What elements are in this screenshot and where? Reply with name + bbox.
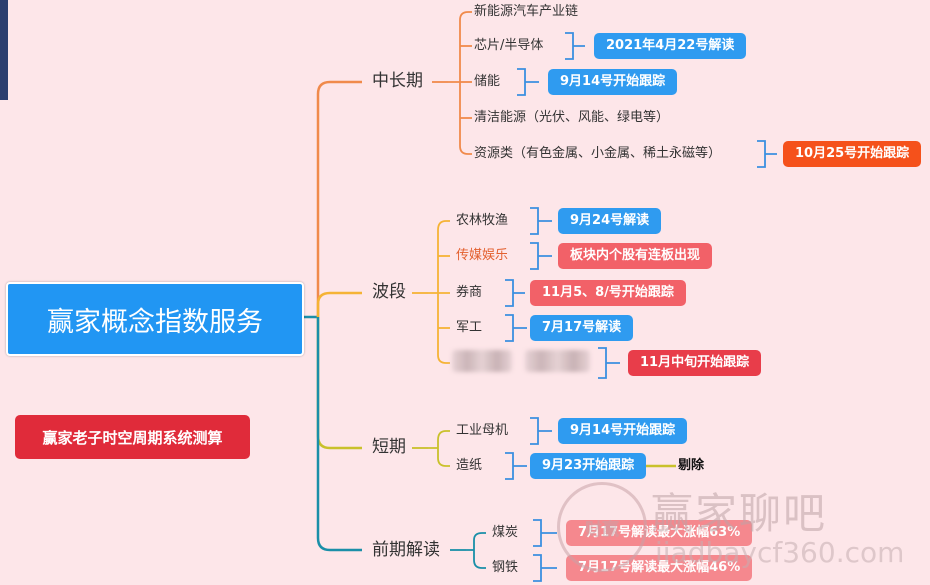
root-node[interactable]: 赢家概念指数服务 — [6, 282, 304, 356]
node-resources[interactable]: 资源类（有色金属、小金属、稀土永磁等） — [474, 146, 722, 161]
node-chips[interactable]: 芯片/半导体 — [474, 38, 544, 53]
tag-media[interactable]: 板块内个股有连板出现 — [558, 243, 713, 269]
watermark-title: 赢家聊吧 — [651, 489, 828, 538]
blurred-node-right — [525, 350, 590, 372]
node-agriculture[interactable]: 农林牧渔 — [456, 213, 509, 228]
tag-chips[interactable]: 2021年4月22号解读 — [594, 33, 747, 59]
node-media[interactable]: 传媒娱乐 — [456, 248, 509, 263]
branch-line-mid-long — [316, 80, 362, 317]
branch-mid-long[interactable]: 中长期 — [372, 71, 423, 91]
node-new-energy-vehicles[interactable]: 新能源汽车产业链 — [474, 4, 579, 19]
node-energy-storage[interactable]: 储能 — [474, 74, 501, 89]
branch-short[interactable]: 短期 — [372, 437, 406, 457]
tag-brokers[interactable]: 11月5、8/号开始跟踪 — [530, 280, 686, 306]
tag-energy-storage[interactable]: 9月14号开始跟踪 — [548, 69, 678, 95]
tag-machine-tools[interactable]: 9月14号开始跟踪 — [558, 418, 688, 444]
prior-children-lines — [450, 532, 486, 569]
tag-paper[interactable]: 9月23开始跟踪 — [530, 453, 647, 479]
window-edge — [0, 0, 8, 100]
blurred-node-left — [452, 350, 512, 372]
watermark-url: iiadbaycf360.com — [655, 536, 905, 569]
tag-brackets — [505, 32, 777, 582]
node-clean-energy[interactable]: 清洁能源（光伏、风能、绿电等） — [474, 110, 670, 125]
node-steel[interactable]: 钢铁 — [492, 560, 519, 575]
node-military[interactable]: 军工 — [456, 320, 483, 335]
node-machine-tools[interactable]: 工业母机 — [456, 423, 509, 438]
node-coal[interactable]: 煤炭 — [492, 525, 519, 540]
node-paper[interactable]: 造纸 — [456, 458, 483, 473]
watermark-seal: 财赢 — [557, 482, 647, 572]
tag-mid-november[interactable]: 11月中旬开始跟踪 — [628, 350, 762, 376]
side-note-box[interactable]: 赢家老子时空周期系统测算 — [15, 415, 250, 459]
node-brokers[interactable]: 券商 — [456, 285, 483, 300]
branch-prior[interactable]: 前期解读 — [372, 540, 440, 560]
branch-swing[interactable]: 波段 — [372, 282, 406, 302]
branch-line-short — [316, 317, 362, 450]
branch-line-swing — [316, 291, 362, 317]
swing-children-lines — [412, 220, 450, 364]
tag-agriculture[interactable]: 9月24号解读 — [558, 208, 662, 234]
note-removed[interactable]: 剔除 — [678, 458, 705, 473]
tag-resources[interactable]: 10月25号开始跟踪 — [783, 141, 922, 167]
tag-military[interactable]: 7月17号解读 — [530, 315, 634, 341]
branch-line-prior — [316, 317, 362, 552]
watermark: 财赢 赢家聊吧 iiadbaycf360.com — [555, 478, 927, 585]
mid-long-children-lines — [432, 11, 472, 155]
